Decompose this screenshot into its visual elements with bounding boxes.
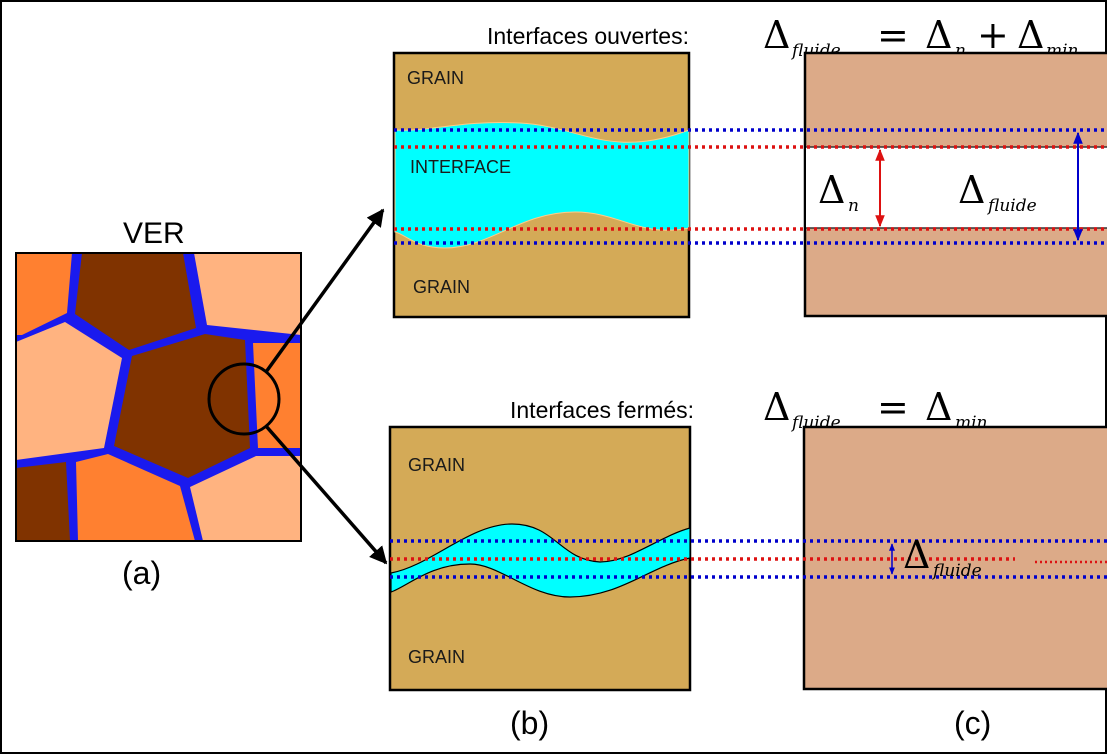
open-delta-fluide-symbol: Δ <box>958 168 985 212</box>
open-delta-fluide-sub: fluide <box>986 196 1037 216</box>
open-title: Interfaces ouvertes: <box>487 23 689 49</box>
ver-border <box>15 252 302 542</box>
open-eq-plus: + <box>977 13 1009 57</box>
open-interfaces-section: Interfaces ouvertes: Δ fluide = Δ n + Δ … <box>392 13 1107 741</box>
closed-delta-fluide-sub: fluide <box>931 561 982 581</box>
label-c: (c) <box>954 705 991 741</box>
label-b: (b) <box>510 705 549 741</box>
zoom-circle <box>207 362 281 436</box>
closed-schematic-box <box>802 425 1107 691</box>
ver-label: VER <box>123 217 185 250</box>
closed-interfaces-section: Interfaces fermés: Δ fluide = Δ min GRAI… <box>388 385 1107 741</box>
open-delta-n-sub: n <box>848 196 859 216</box>
open-eq-equals: = <box>877 13 909 57</box>
ver-grain <box>190 456 301 541</box>
closed-grain-bottom-label: GRAIN <box>408 647 465 667</box>
open-eq-delta-n: Δ <box>925 13 952 57</box>
open-delta-n-symbol: Δ <box>818 168 845 212</box>
ver-panel: VER (a) <box>15 208 388 591</box>
open-interface-label: INTERFACE <box>410 157 511 177</box>
open-grain-top-label: GRAIN <box>407 68 464 88</box>
open-grain-bottom-label: GRAIN <box>413 277 470 297</box>
ver-grain <box>114 334 250 478</box>
closed-eq-equals: = <box>877 385 909 429</box>
label-a: (a) <box>122 555 161 591</box>
open-fluid-channel <box>394 122 690 249</box>
ver-grain <box>75 253 196 350</box>
ver-grain <box>194 253 301 335</box>
zoom-arrow-top <box>264 208 385 374</box>
open-eq-delta-min: Δ <box>1017 13 1044 57</box>
closed-delta-fluide-symbol: Δ <box>903 533 930 577</box>
ver-grain <box>16 253 72 335</box>
ver-grain <box>76 454 195 541</box>
zoom-arrow-bottom <box>264 424 388 565</box>
ver-grain <box>16 322 122 460</box>
open-schematic-gap <box>806 147 1107 228</box>
open-eq-delta-fluide: Δ <box>763 13 790 57</box>
closed-title: Interfaces fermés: <box>510 397 694 423</box>
open-eq-sub-n: n <box>955 41 966 61</box>
closed-eq-delta-fluide: Δ <box>763 385 790 429</box>
closed-grain-top-label: GRAIN <box>408 455 465 475</box>
ver-grain <box>16 462 70 541</box>
closed-eq-delta-min: Δ <box>925 385 952 429</box>
